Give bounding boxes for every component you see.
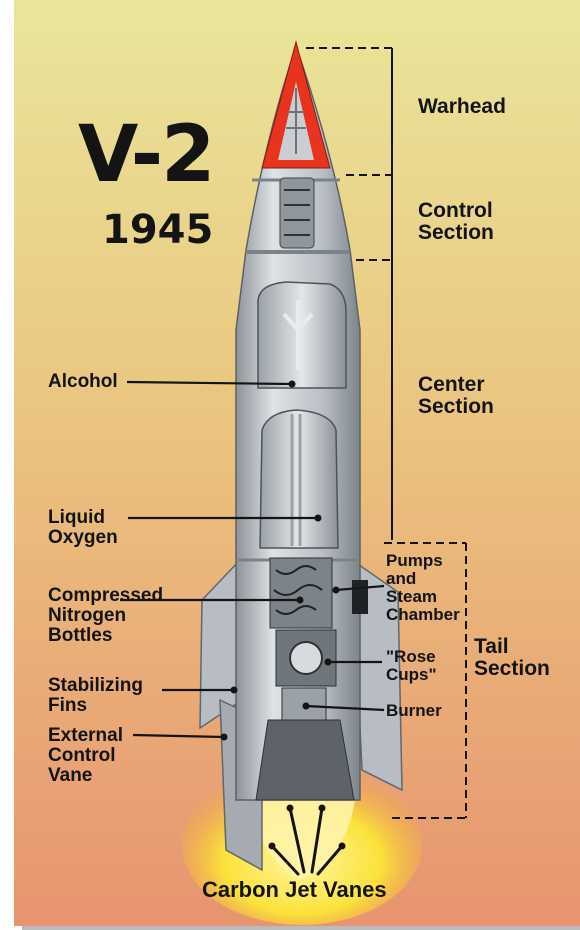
label-pumps-steam-chamber: Pumps and Steam Chamber: [386, 552, 460, 623]
steam-chamber-dark: [352, 580, 368, 614]
label-carbon-jet-vanes: Carbon Jet Vanes: [202, 878, 387, 901]
control-compartment: [280, 178, 314, 248]
label-rose-cups: "Rose Cups": [386, 648, 437, 684]
label-external-control-vane: External Control Vane: [48, 726, 123, 786]
section-center: Center Section: [418, 374, 494, 418]
exhaust-nozzle: [256, 720, 354, 800]
poster-title: V-2: [78, 116, 213, 194]
section-control: Control Section: [418, 200, 494, 244]
label-liquid-oxygen: Liquid Oxygen: [48, 508, 118, 548]
section-warhead: Warhead: [418, 96, 506, 118]
alcohol-tank: [258, 282, 346, 388]
poster-year: 1945: [102, 210, 213, 250]
label-burner: Burner: [386, 702, 442, 720]
label-nitrogen-bottles: Compressed Nitrogen Bottles: [48, 586, 163, 646]
section-tail: Tail Section: [474, 636, 550, 680]
label-alcohol: Alcohol: [48, 372, 118, 392]
label-stabilizing-fins: Stabilizing Fins: [48, 676, 143, 716]
